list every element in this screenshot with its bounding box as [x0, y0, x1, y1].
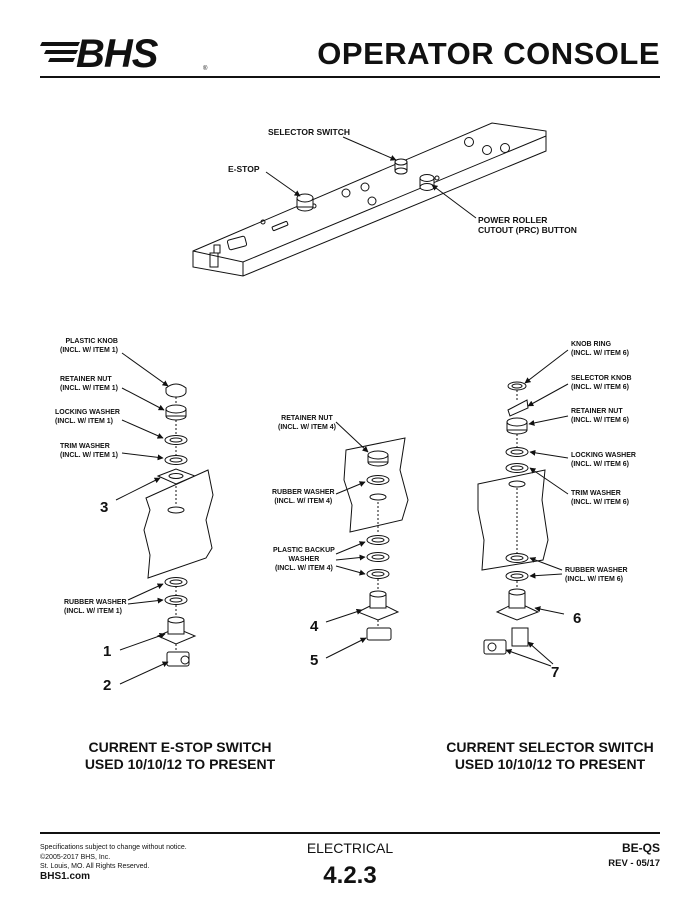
estop-label-retainer-nut: RETAINER NUT (INCL. W/ ITEM 1) [60, 376, 118, 392]
footer-rule [40, 832, 660, 834]
item-number-2: 2 [103, 677, 112, 694]
selector-label-selector-knob: SELECTOR KNOB (INCL. W/ ITEM 6) [571, 375, 632, 391]
estop-stack [143, 383, 214, 667]
middle-label-rubber-washer: RUBBER WASHER (INCL. W/ ITEM 4) [272, 489, 335, 505]
selector-label-rubber-washer: RUBBER WASHER (INCL. W/ ITEM 6) [565, 567, 628, 583]
panel-holes [226, 137, 510, 251]
header-rule [40, 76, 660, 78]
selector-label-retainer-nut: RETAINER NUT (INCL. W/ ITEM 6) [571, 408, 629, 424]
panel-underside [209, 244, 221, 268]
selector-label-trim-washer: TRIM WASHER (INCL. W/ ITEM 6) [571, 490, 629, 506]
bhs-logo: BHS ® [40, 32, 208, 75]
estop-label-trim-washer: TRIM WASHER (INCL. W/ ITEM 1) [60, 443, 118, 459]
document-code: BE-QS [621, 841, 660, 855]
panel-selector [394, 158, 408, 175]
panel-prc-button [419, 174, 435, 191]
svg-text:®: ® [203, 65, 208, 72]
item-number-7: 7 [551, 664, 560, 681]
label-prc: POWER ROLLER CUTOUT (PRC) BUTTON [478, 215, 577, 235]
selector-caption: CURRENT SELECTOR SWITCH USED 10/10/12 TO… [446, 739, 654, 772]
panel-estop [296, 193, 314, 212]
selector-label-locking-washer: LOCKING WASHER (INCL. W/ ITEM 6) [571, 452, 636, 468]
estop-label-plastic-knob: PLASTIC KNOB (INCL. W/ ITEM 1) [60, 338, 118, 354]
label-prc-line2: CUTOUT (PRC) BUTTON [478, 225, 577, 235]
item-number-6: 6 [573, 610, 582, 627]
label-prc-line1: POWER ROLLER [478, 215, 548, 225]
page-title: OPERATOR CONSOLE [317, 36, 660, 71]
estop-label-locking-washer: LOCKING WASHER (INCL. W/ ITEM 1) [55, 409, 120, 425]
item-number-3: 3 [100, 499, 109, 516]
website-link[interactable]: BHS1.com [40, 871, 91, 882]
section-number: 4.2.3 [323, 862, 377, 889]
section-title: ELECTRICAL [306, 840, 394, 856]
item-number-1: 1 [103, 643, 112, 660]
estop-label-rubber-washer: RUBBER WASHER (INCL. W/ ITEM 1) [64, 599, 127, 615]
svg-text:BHS: BHS [76, 32, 159, 75]
selector-label-knob-ring: KNOB RING (INCL. W/ ITEM 6) [571, 341, 629, 357]
item-number-4: 4 [310, 618, 319, 635]
estop-caption: CURRENT E-STOP SWITCH USED 10/10/12 TO P… [84, 739, 276, 772]
middle-label-retainer-nut: RETAINER NUT (INCL. W/ ITEM 4) [278, 415, 336, 431]
label-estop: E-STOP [228, 164, 260, 174]
item-number-5: 5 [310, 652, 319, 669]
selector-stack [477, 381, 549, 655]
revision-label: REV - 05/17 [608, 858, 660, 869]
label-selector-switch: SELECTOR SWITCH [268, 127, 351, 137]
middle-label-plastic-backup: PLASTIC BACKUP WASHER (INCL. W/ ITEM 4) [273, 547, 335, 572]
legal-notice: Specifications subject to change without… [40, 844, 187, 870]
console-panel [192, 122, 547, 277]
middle-stack [343, 437, 409, 641]
